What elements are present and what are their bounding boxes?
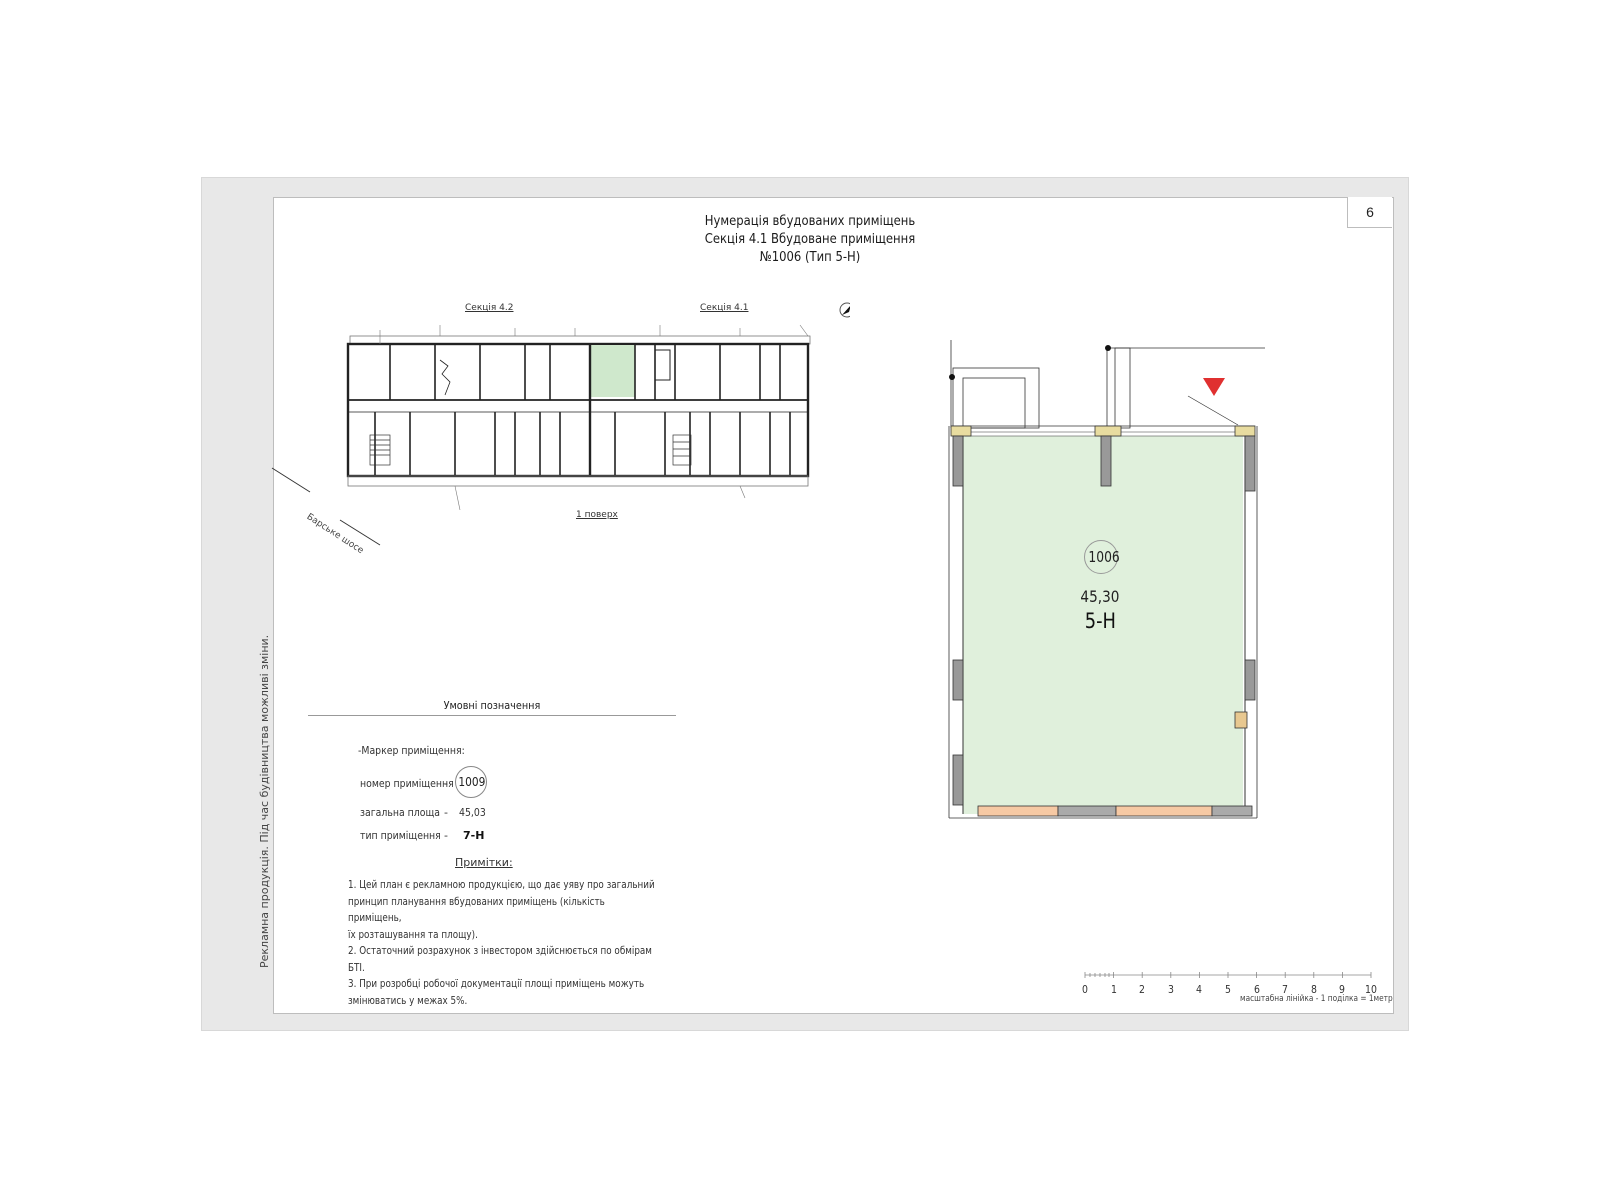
scale-tick: 3 [1168,983,1174,996]
scale-tick: 1 [1111,983,1117,996]
scale-tick: 9 [1339,983,1345,996]
title-line-3: №1006 (Тип 5-Н) [759,249,861,265]
room-area-value: 45,30 [1080,587,1120,606]
legend-dash: - [444,829,448,842]
legend-title-text: Умовні позначення [443,699,541,712]
unit-floor-plan [948,340,1265,819]
room-type: 5-Н [1070,609,1130,633]
page-title: Нумерація вбудованих приміщень Секція 4.… [629,212,990,266]
legend-marker-heading: -Маркер приміщення: [358,744,465,757]
note-line: 3. При розробці робочої документації пло… [348,977,645,990]
note-line: їх розташування та площу). [348,927,478,941]
legend-dash: - [444,806,448,819]
disclaimer-vertical: Рекламна продукція. Під час будівництва … [258,634,271,968]
scale-bar-label: масштабна лінійка - 1 поділка = 1метр [1240,994,1393,1004]
legend-room-number-value: 1009 [458,774,486,789]
scale-tick: 0 [1082,983,1088,996]
legend-label-area: загальна площа [360,806,440,819]
page-number: 6 [1347,197,1392,228]
section-label-4-1: Секція 4.1 [700,303,749,313]
legend-dash: - [444,777,448,790]
notes-list: 1. Цей план є рекламною продукцією, що д… [348,877,660,1009]
title-line-1: Нумерація вбудованих приміщень [704,213,916,229]
notes-title: Примітки: [455,856,513,869]
scale-bar [1084,972,1372,978]
entrance-triangle-icon [1203,378,1225,396]
note-line: 2. Остаточний розрахунок з інвестором зд… [348,944,652,974]
room-type-value: 5-Н [1084,609,1116,633]
legend-label-type: тип приміщення [360,829,441,842]
floor-label: 1 поверх [576,510,618,520]
note-line: принцип планування вбудованих приміщень … [348,894,605,925]
note-line: 1. Цей план є рекламною продукцією, що д… [348,878,655,891]
legend-type-value: 7-Н [463,829,485,842]
room-area: 45,30 [1070,587,1130,606]
room-number: 1006 [1088,548,1120,566]
legend-area-value: 45,03 [459,806,486,819]
scale-tick: 10 [1365,983,1377,996]
room-number-marker: 1006 [1084,540,1120,574]
legend-label-room-number: номер приміщення [360,777,454,790]
legend-room-marker: 1009 [455,766,487,798]
scale-tick: 8 [1311,983,1317,996]
scale-tick: 2 [1139,983,1145,996]
note-line: змінюватись у межах 5%. [348,993,468,1007]
scale-tick: 4 [1196,983,1202,996]
compass-icon [839,302,850,318]
section-label-4-2: Секція 4.2 [465,303,514,313]
scale-tick: 5 [1225,983,1231,996]
title-line-2: Секція 4.1 Вбудоване приміщення [704,231,916,247]
floor-overview-plan [271,302,850,546]
scale-tick: 7 [1282,983,1288,996]
scale-tick: 6 [1254,983,1260,996]
legend-title: Умовні позначення [308,699,676,716]
